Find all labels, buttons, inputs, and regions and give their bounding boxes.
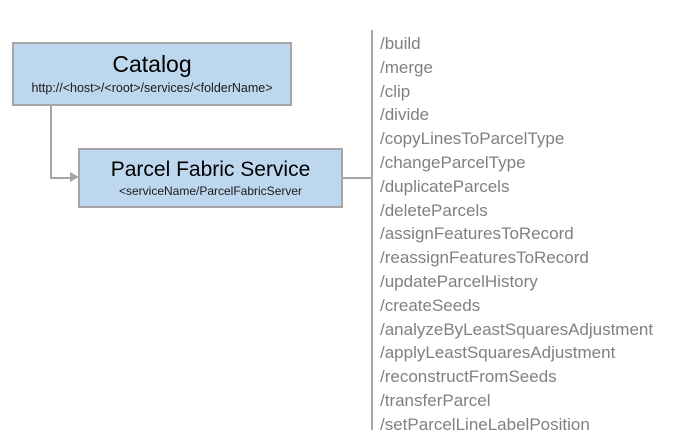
operation-item[interactable]: /createSeeds: [380, 295, 481, 315]
catalog-node: Catalog http://<host>/<root>/services/<f…: [12, 42, 292, 106]
catalog-node-url: http://<host>/<root>/services/<folderNam…: [31, 81, 273, 96]
operation-item[interactable]: /analyzeByLeastSquaresAdjustment: [380, 319, 654, 339]
catalog-node-title: Catalog: [112, 50, 192, 77]
operation-item[interactable]: /changeParcelType: [380, 152, 526, 172]
operation-item[interactable]: /reconstructFromSeeds: [380, 367, 557, 387]
connector-catalog-vertical: [50, 106, 52, 179]
operation-item[interactable]: /setParcelLineLabelPosition: [380, 414, 590, 434]
operation-item[interactable]: /divide: [380, 105, 430, 125]
operation-item[interactable]: /reassignFeaturesToRecord: [380, 248, 589, 268]
parcel-fabric-service-title: Parcel Fabric Service: [110, 157, 311, 181]
operation-item[interactable]: /assignFeaturesToRecord: [380, 224, 574, 244]
operation-item[interactable]: /updateParcelHistory: [380, 271, 538, 291]
operation-item[interactable]: /deleteParcels: [380, 200, 488, 220]
parcel-fabric-service-node: Parcel Fabric Service <serviceName/Parce…: [78, 148, 343, 208]
operation-item[interactable]: /copyLinesToParcelType: [380, 129, 565, 149]
arrowhead-icon: [70, 172, 79, 182]
operation-item[interactable]: /applyLeastSquaresAdjustment: [380, 343, 616, 363]
operation-item[interactable]: /transferParcel: [380, 390, 491, 410]
parcel-fabric-service-path: <serviceName/ParcelFabricServer: [118, 183, 303, 198]
operation-item[interactable]: /merge: [380, 57, 433, 77]
operations-list: /build/merge/clip/divide/copyLinesToParc…: [380, 32, 680, 437]
connector-catalog-horizontal: [50, 177, 72, 179]
connector-operations: [343, 177, 373, 179]
operations-divider: [371, 30, 373, 430]
operation-item[interactable]: /duplicateParcels: [380, 176, 510, 196]
operation-item[interactable]: /clip: [380, 81, 411, 101]
operation-item[interactable]: /build: [380, 34, 421, 53]
